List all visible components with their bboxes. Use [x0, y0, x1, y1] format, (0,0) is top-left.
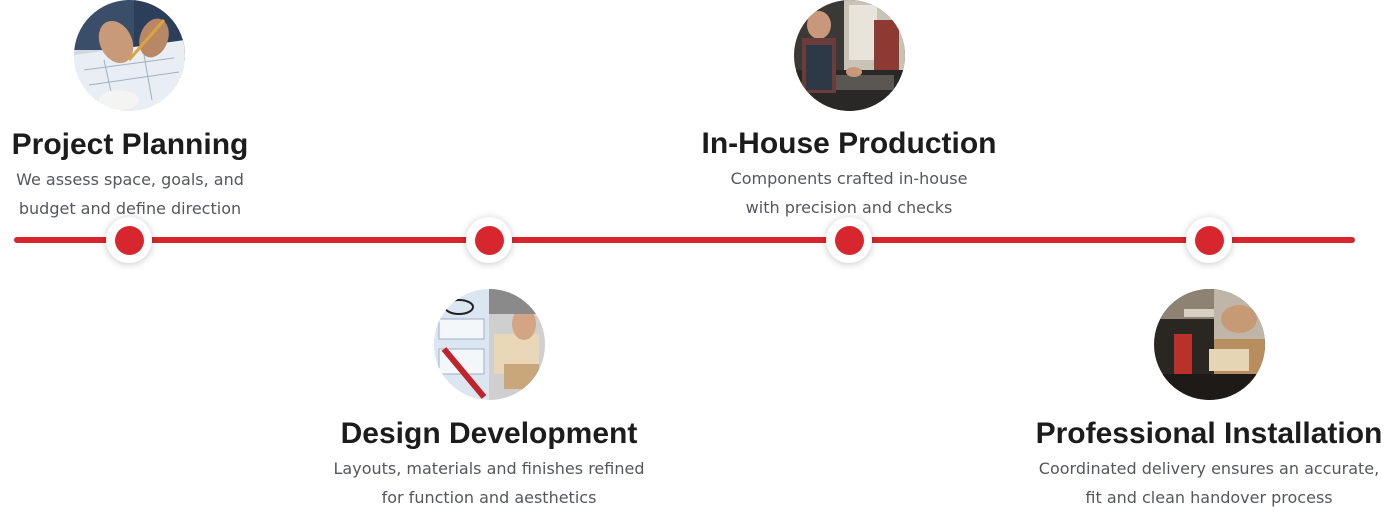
installation-photo — [1154, 289, 1265, 400]
step-description-line: Coordinated delivery ensures an accurate… — [1038, 459, 1380, 478]
step-title: Professional Installation — [1035, 417, 1383, 450]
step-description: Components crafted in-house with precisi… — [639, 164, 1059, 222]
step-title: Project Planning — [11, 128, 249, 161]
step-title: In-House Production — [701, 127, 997, 160]
timeline-node — [1186, 217, 1232, 263]
timeline-dot — [474, 225, 504, 255]
timeline-dot — [1194, 225, 1224, 255]
step-description-line: for function and aesthetics — [381, 488, 597, 507]
timeline-dot — [834, 225, 864, 255]
planning-photo — [74, 0, 185, 111]
step-description-line: budget and define direction — [18, 199, 242, 218]
timeline-node — [826, 217, 872, 263]
design-photo — [434, 289, 545, 400]
step-description: We assess space, goals, and budget and d… — [0, 165, 340, 223]
step-description: Layouts, materials and finishes refined … — [279, 454, 699, 512]
timeline-node — [106, 217, 152, 263]
step-description-line: Layouts, materials and finishes refined — [333, 459, 645, 478]
step-description-line: fit and clean handover process — [1085, 488, 1333, 507]
step-description-line: with precision and checks — [745, 198, 953, 217]
step-description-line: We assess space, goals, and — [16, 170, 244, 189]
timeline-track — [14, 237, 1355, 243]
step-description: Coordinated delivery ensures an accurate… — [999, 454, 1394, 512]
step-title: Design Development — [340, 417, 638, 450]
timeline-node — [466, 217, 512, 263]
production-photo — [794, 0, 905, 111]
timeline-dot — [114, 225, 144, 255]
step-description-line: Components crafted in-house — [730, 169, 968, 188]
